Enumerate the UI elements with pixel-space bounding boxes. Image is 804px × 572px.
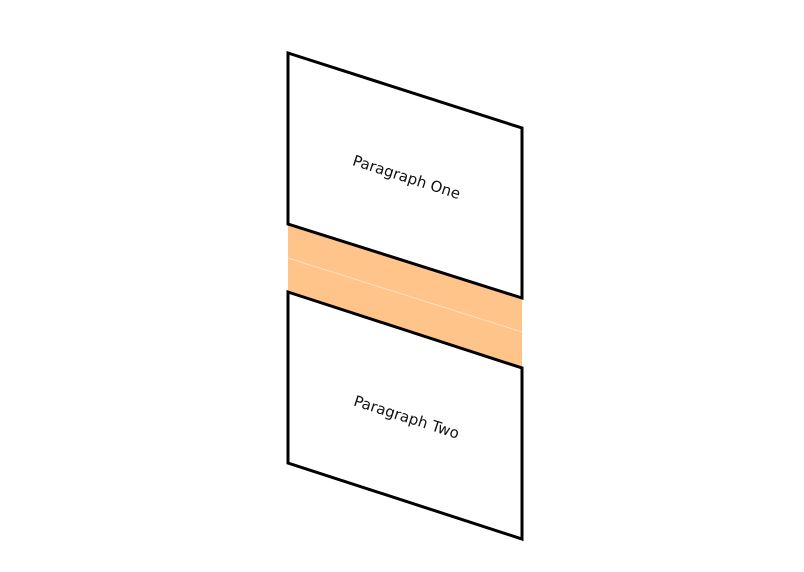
margin-band <box>288 224 522 368</box>
paragraph-two-box <box>286 289 524 542</box>
paragraph-one-box <box>286 50 524 301</box>
margin-divider <box>287 257 523 333</box>
